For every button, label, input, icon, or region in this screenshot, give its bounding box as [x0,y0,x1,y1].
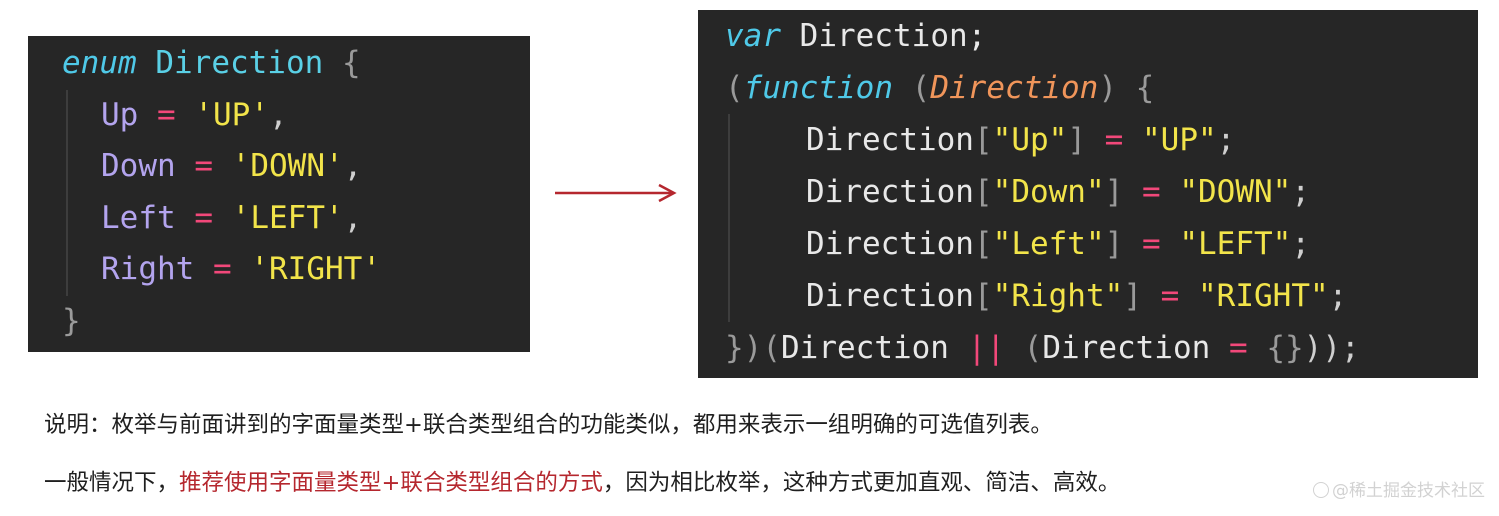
var-keyword: var [725,18,781,54]
equals-operator: = [194,148,213,185]
param-close-paren: ) [1098,70,1117,106]
object-name: Direction [806,174,974,210]
empty-object: {} [1266,330,1304,366]
semicolon: ; [1328,278,1348,314]
code-line-function-open: (function (Direction) { [698,62,1478,114]
left-bracket: [ [973,226,993,262]
code-line-close: } [28,296,530,348]
equals-operator: = [1228,330,1248,366]
watermark-text: @稀土掘金技术社区 [1332,481,1485,501]
recommendation-prefix: 一般情况下， [44,470,180,496]
assignment-line: Direction["Left"] = "LEFT"; [698,218,1478,270]
code-line-iife-invoke: })(Direction || (Direction = {})); [698,322,1478,374]
comma: , [269,96,288,133]
equals-operator: = [1160,278,1180,314]
close-brace: } [62,302,81,339]
identifier: Direction [1042,330,1211,366]
open-paren: ( [725,70,744,106]
watermark: @稀土掘金技术社区 [1313,476,1485,501]
comma: , [343,148,363,185]
assignment-line: Direction["Up"] = "UP"; [698,114,1478,166]
object-name: Direction [806,122,974,158]
open-paren: ( [1023,330,1043,366]
right-bracket: ] [1104,226,1124,262]
var-declaration-rest: Direction; [799,18,987,54]
right-bracket: ] [1067,122,1086,158]
right-arrow-icon [555,183,677,203]
enum-name: Direction [155,45,324,81]
closing-punctuation: )); [1303,330,1360,366]
member-value: 'RIGHT' [250,251,381,288]
key-string: "Left" [992,226,1105,262]
value-string: "RIGHT" [1198,278,1329,314]
value-string: "UP" [1142,122,1217,158]
key-string: "Right" [992,278,1124,314]
member-value: 'UP' [194,96,269,133]
value-string: "DOWN" [1179,174,1292,210]
function-keyword: function [743,70,893,106]
equals-operator: = [1141,226,1161,262]
recommendation-paragraph: 一般情况下，推荐使用字面量类型+联合类型组合的方式，因为相比枚举，这种方式更加直… [44,465,1120,497]
equals-operator: = [194,199,213,236]
equals-operator: = [1141,174,1161,210]
semicolon: ; [1216,122,1236,158]
comma: , [343,199,363,236]
key-string: "Up" [992,122,1068,158]
key-string: "Down" [992,174,1105,210]
equals-operator: = [213,251,232,288]
watermark-logo-icon [1313,482,1329,498]
semicolon: ; [1291,174,1310,210]
function-param: Direction [930,70,1099,106]
left-bracket: [ [973,122,993,158]
assignment-line: Direction["Right"] = "RIGHT"; [698,270,1478,322]
space [893,70,912,106]
right-bracket: ] [1104,174,1124,210]
member-name: Down [101,148,176,185]
member-value: 'LEFT' [231,199,344,236]
value-string: "LEFT" [1179,226,1292,262]
enum-keyword: enum [62,45,137,81]
compiled-js-code-panel: var Direction; (function (Direction) { D… [698,10,1478,378]
member-name: Up [101,96,139,133]
enum-member-line: Left = 'LEFT', [28,193,530,245]
or-operator: || [967,330,1005,366]
function-body-block: Direction["Up"] = "UP"; Direction["Down"… [698,114,1478,322]
open-brace: { [341,45,361,81]
explanation-paragraph: 说明：枚举与前面讲到的字面量类型+联合类型组合的功能类似，都用来表示一组明确的可… [44,412,1053,438]
close-iife: })( [725,330,781,366]
equals-operator: = [157,96,176,133]
open-brace: { [1116,70,1155,106]
right-bracket: ] [1123,278,1142,314]
enum-member-line: Up = 'UP', [28,90,530,142]
identifier: Direction [781,330,949,366]
enum-code-panel: enum Direction { Up = 'UP', Down = 'DOWN… [28,36,530,352]
assignment-line: Direction["Down"] = "DOWN"; [698,166,1478,218]
recommendation-highlight: 推荐使用字面量类型+联合类型组合的方式 [179,470,603,496]
object-name: Direction [806,226,974,262]
indent-guide [728,114,730,322]
left-bracket: [ [973,278,993,314]
member-name: Left [101,199,176,236]
object-name: Direction [806,278,974,314]
member-name: Right [101,251,195,288]
indent-guide [66,89,68,296]
enum-members-block: Up = 'UP', Down = 'DOWN', Left = 'LEFT',… [28,89,530,296]
left-bracket: [ [973,174,993,210]
equals-operator: = [1104,122,1124,158]
semicolon: ; [1291,226,1310,262]
param-open-paren: ( [911,70,931,106]
member-value: 'DOWN' [231,148,344,185]
enum-member-line: Right = 'RIGHT' [28,244,530,296]
enum-member-line: Down = 'DOWN', [28,141,530,193]
recommendation-suffix: ，因为相比枚举，这种方式更加直观、简洁、高效。 [602,470,1121,496]
code-line-var-declaration: var Direction; [698,10,1478,62]
code-line-enum-declaration: enum Direction { [28,38,530,90]
